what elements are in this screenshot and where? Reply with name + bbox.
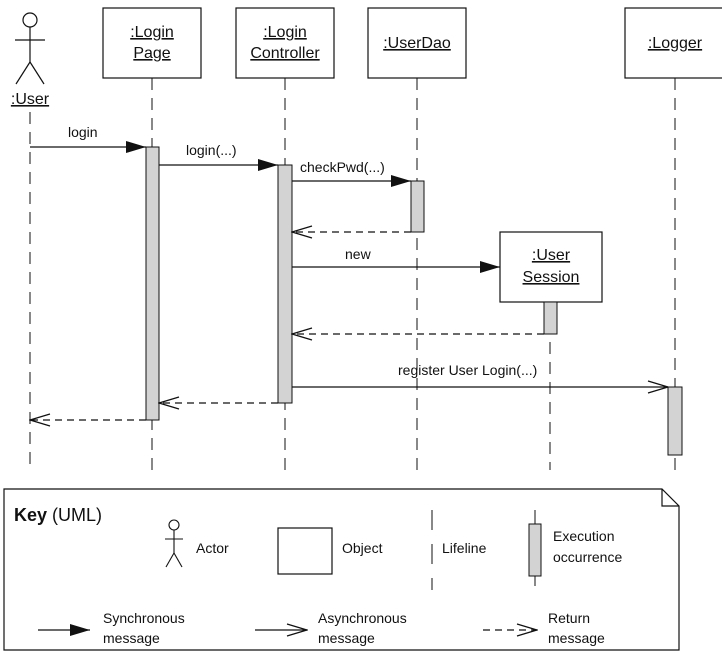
object-userdao [367, 7, 467, 79]
message-login-call-label: login(...) [186, 142, 237, 158]
message-register-label: register User Login(...) [398, 362, 537, 378]
object-user-session-label-1: :User [532, 247, 571, 264]
message-checkpwd-label: checkPwd(...) [300, 159, 385, 175]
object-logger [624, 7, 722, 79]
message-login-label: login [68, 124, 98, 140]
actor-user-head [22, 12, 38, 28]
execution-userdao [410, 180, 425, 233]
key-synchronous-label-2: message [103, 630, 160, 646]
key-asynchronous-label-2: message [318, 630, 375, 646]
key-return-label-1: Return [548, 610, 590, 626]
object-login-controller [235, 7, 335, 79]
object-logger-label: :Logger [648, 35, 703, 52]
key-lifeline-label: Lifeline [442, 540, 487, 556]
key-actor-label: Actor [196, 540, 229, 556]
key-object-icon [277, 527, 333, 575]
actor-user [15, 12, 45, 85]
actor-user-label: :User [11, 91, 50, 108]
key-synchronous-label-1: Synchronous [103, 610, 185, 626]
message-new-label: new [345, 246, 372, 262]
key-execution-label-1: Execution [553, 528, 614, 544]
key-execution-label-2: occurrence [553, 549, 622, 565]
key-execution-icon [528, 523, 542, 577]
key-title: Key (UML) [14, 505, 102, 525]
object-userdao-label: :UserDao [383, 35, 451, 52]
execution-logger [667, 386, 683, 456]
key-box [3, 488, 680, 651]
object-user-session [499, 231, 603, 303]
object-login-controller-label-1: :Login [263, 24, 307, 41]
object-login-page [102, 7, 202, 79]
execution-login-controller [277, 164, 293, 404]
object-login-controller-label-2: Controller [250, 45, 320, 62]
execution-user-session [543, 301, 558, 335]
object-login-page-label-2: Page [133, 45, 170, 62]
key-object-label: Object [342, 540, 383, 556]
object-login-page-label-1: :Login [130, 24, 174, 41]
key-asynchronous-label-1: Asynchronous [318, 610, 407, 626]
execution-login-page [145, 146, 160, 421]
object-user-session-label-2: Session [523, 269, 580, 286]
key-actor-icon [165, 519, 183, 568]
key-return-label-2: message [548, 630, 605, 646]
